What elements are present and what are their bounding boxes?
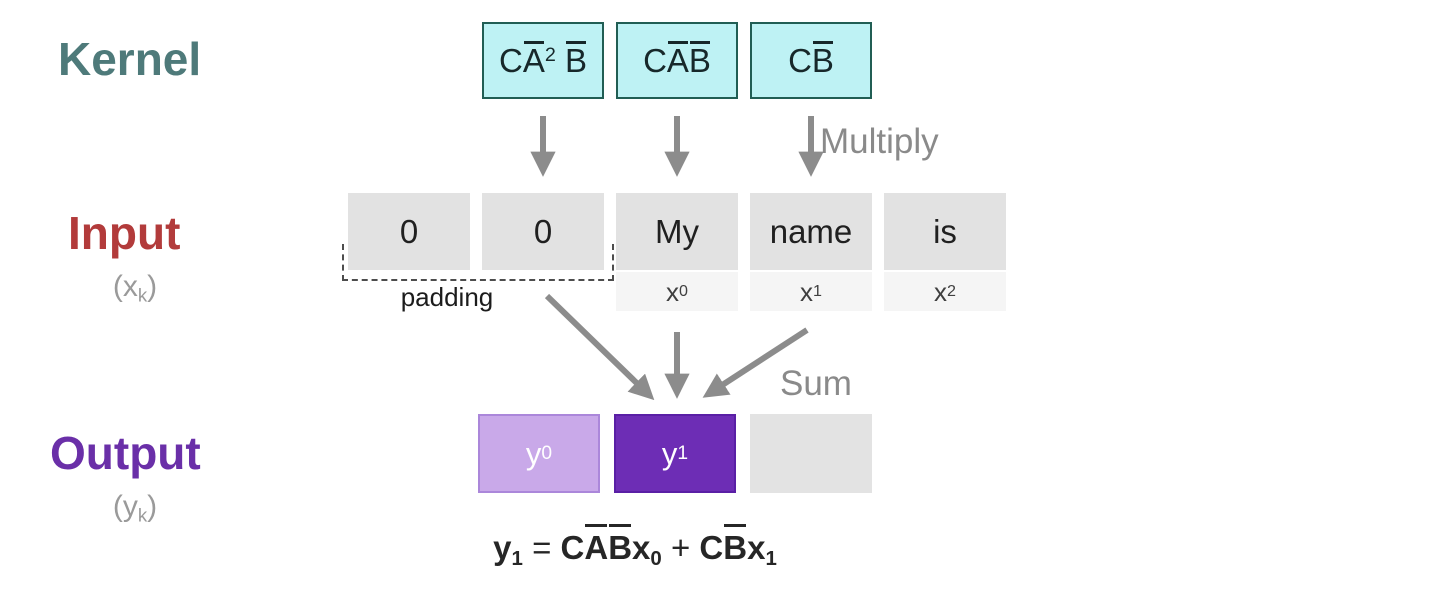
kernel-box-2: CB	[750, 22, 872, 99]
sum-label: Sum	[780, 364, 852, 403]
kernel-label: Kernel	[58, 33, 202, 85]
kernel-box-1-formula: CAB	[643, 41, 711, 79]
input-cell-2: My	[616, 193, 738, 270]
output-cell-empty	[750, 414, 872, 493]
kernel-box-0: CA2 B	[482, 22, 604, 99]
padding-label: padding	[400, 282, 494, 312]
multiply-label: Multiply	[820, 122, 939, 161]
input-sublabel: (xk)	[112, 270, 158, 306]
padding-bracket	[342, 244, 614, 281]
input-cell-4: is	[884, 193, 1006, 270]
input-cell-3: name	[750, 193, 872, 270]
kernel-box-1: CAB	[616, 22, 738, 99]
kernel-box-0-formula: CA2 B	[498, 41, 588, 79]
kernel-box-2-formula: CB	[788, 41, 834, 79]
output-sublabel: (yk)	[112, 490, 158, 526]
input-label: Input	[68, 207, 181, 259]
input-cell-1: 0	[482, 193, 604, 270]
output-label: Output	[50, 427, 201, 479]
equation: y1 = CABx0 + CBx1	[493, 524, 777, 571]
input-cell-0: 0	[348, 193, 470, 270]
